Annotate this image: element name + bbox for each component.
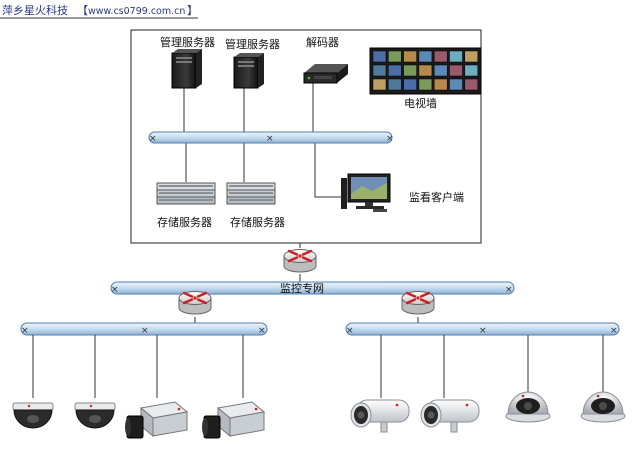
router-arrows-icon <box>182 291 208 305</box>
private-network-bus: × × 监控专网 <box>110 281 515 295</box>
svg-text:×: × <box>505 285 513 295</box>
tv-wall: 电视墙 <box>369 47 482 110</box>
center-bus: × × × <box>148 131 394 144</box>
box-camera-1 <box>125 401 189 439</box>
left-camera-bus: × × × <box>20 322 268 336</box>
router-arrows-icon <box>287 249 313 263</box>
storage-server-2-label: 存储服务器 <box>230 215 285 229</box>
ir-dome-camera-2 <box>580 391 626 423</box>
camera-links <box>32 335 604 398</box>
svg-text:×: × <box>149 134 157 144</box>
rack-storage-icon <box>226 182 276 205</box>
svg-text:×: × <box>141 326 149 336</box>
decoder-label: 解码器 <box>306 35 339 49</box>
watermark-bracket-close: 】 <box>187 4 198 17</box>
storage-server-1-label: 存储服务器 <box>157 215 212 229</box>
box-camera-2 <box>202 401 266 439</box>
tv-wall-label: 电视墙 <box>404 96 437 110</box>
tv-wall-screens-icon <box>369 47 482 95</box>
right-camera-bus: × × × <box>345 322 620 336</box>
dome-camera-1 <box>12 402 54 429</box>
core-router <box>283 249 317 273</box>
svg-text:×: × <box>21 326 29 336</box>
mgmt-server-2-label: 管理服务器 <box>225 37 280 51</box>
right-router <box>401 291 435 315</box>
center-links <box>183 83 345 248</box>
svg-text:×: × <box>346 326 354 336</box>
tower-server-icon <box>171 49 202 89</box>
router-arrows-icon <box>405 291 431 305</box>
watermark-company: 萍乡星火科技 <box>2 3 68 17</box>
svg-text:×: × <box>258 326 266 336</box>
left-router <box>178 291 212 315</box>
desktop-pc-icon <box>341 173 391 212</box>
monitor-client-label: 监看客户端 <box>409 190 464 204</box>
storage-server-1: 存储服务器 <box>156 182 216 229</box>
svg-text:×: × <box>111 285 119 295</box>
mgmt-server-1: 管理服务器 <box>160 35 215 89</box>
dome-camera-2 <box>74 402 116 429</box>
svg-text:×: × <box>266 134 274 144</box>
storage-server-2: 存储服务器 <box>226 182 285 229</box>
bullet-camera-2 <box>420 399 480 433</box>
svg-text:×: × <box>479 326 487 336</box>
private-network-label: 监控专网 <box>280 281 324 295</box>
svg-text:×: × <box>386 134 394 144</box>
rack-storage-icon <box>156 182 216 205</box>
decoder: 解码器 <box>303 35 348 84</box>
watermark-bracket-open: 【 <box>77 4 88 17</box>
mgmt-server-2: 管理服务器 <box>225 37 280 89</box>
watermark: 萍乡星火科技 【 www.cs0799.com.cn 】 <box>0 3 198 19</box>
bullet-camera-1 <box>350 399 410 433</box>
svg-text:×: × <box>610 326 618 336</box>
decoder-box-icon <box>303 64 348 84</box>
monitor-client: 监看客户端 <box>341 173 464 212</box>
mgmt-server-1-label: 管理服务器 <box>160 35 215 49</box>
tower-server-icon <box>233 53 264 89</box>
watermark-url: www.cs0799.com.cn <box>88 6 185 17</box>
ir-dome-camera-1 <box>505 391 551 423</box>
